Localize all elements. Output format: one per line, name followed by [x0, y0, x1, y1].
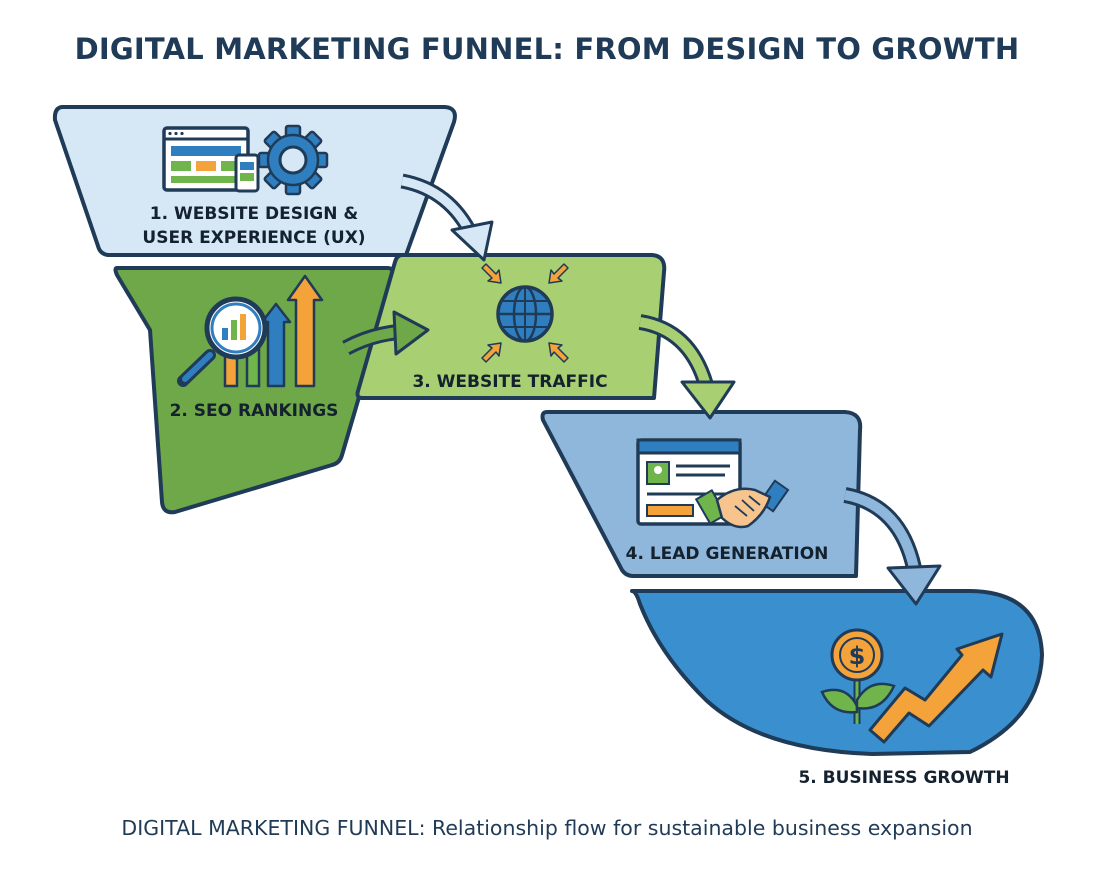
page-caption: DIGITAL MARKETING FUNNEL: Relationship f…: [121, 816, 973, 840]
rising-bars-icon: [223, 274, 324, 388]
magnifying-glass-chart-icon: [177, 296, 268, 387]
dollar-plant-icon: $: [820, 628, 896, 724]
globe-icon: [496, 285, 554, 343]
stage-5-label: 5. BUSINESS GROWTH: [798, 768, 1009, 788]
flow-arrow-4-to-5: [843, 487, 942, 606]
svg-text:$: $: [849, 642, 866, 670]
browser-window-icon: [162, 126, 250, 192]
stage-seo-rankings: 2. SEO RANKINGS: [113, 266, 397, 515]
stage-website-design: 1. WEBSITE DESIGN & USER EXPERIENCE (UX): [52, 105, 457, 257]
stage-2-label: 2. SEO RANKINGS: [170, 401, 339, 421]
stage-website-traffic: 3. WEBSITE TRAFFIC: [355, 253, 667, 400]
flow-arrow-3-to-4: [638, 314, 736, 420]
converging-arrows-icon: [481, 263, 569, 363]
flow-arrow-2-to-3: [342, 310, 430, 356]
stage-1-label-line-2: USER EXPERIENCE (UX): [142, 228, 365, 248]
gear-icon: [257, 124, 329, 196]
page-title: DIGITAL MARKETING FUNNEL: FROM DESIGN TO…: [74, 32, 1020, 66]
mobile-phone-icon: [234, 153, 260, 193]
growth-arrow-icon: [868, 632, 1004, 744]
flow-arrow-1-to-3: [400, 173, 494, 262]
handshake-icon: [694, 479, 790, 529]
stage-1-label-line-1: 1. WEBSITE DESIGN &: [150, 204, 359, 224]
stage-4-label: 4. LEAD GENERATION: [626, 544, 829, 564]
stage-lead-generation: 4. LEAD GENERATION: [540, 410, 863, 578]
stage-3-label: 3. WEBSITE TRAFFIC: [412, 372, 607, 392]
stage-business-growth: $: [630, 589, 1044, 756]
